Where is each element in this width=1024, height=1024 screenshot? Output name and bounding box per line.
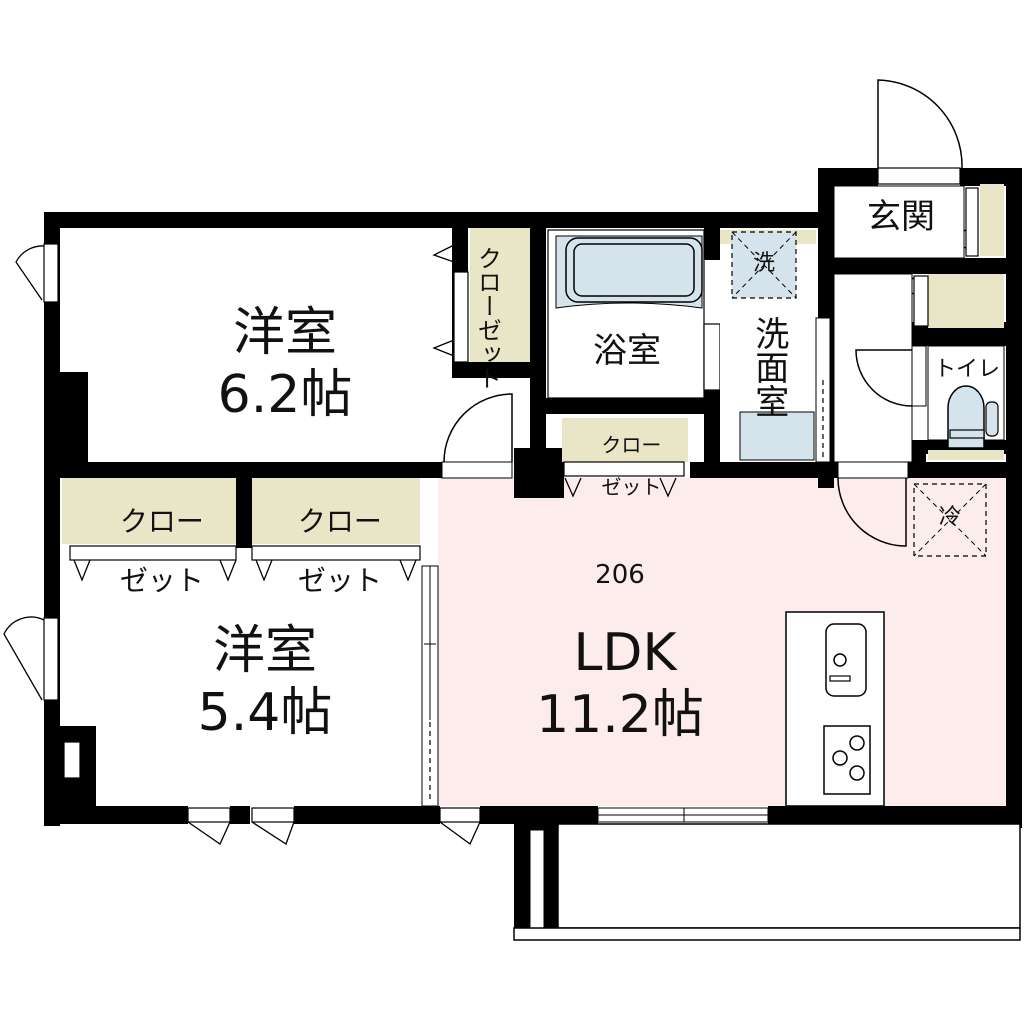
room-name-ldk: LDK [573, 623, 677, 683]
closet-line2: ゼット [119, 564, 204, 598]
room-name-entrance: 玄関 [867, 197, 935, 237]
closet-line2: ゼット [601, 475, 662, 499]
fridge-symbol: 冷 [938, 505, 961, 530]
room-name-toilet: トイレ [933, 357, 1000, 382]
unit-number: 206 [595, 560, 645, 590]
closet-label-room1: クローゼット [473, 246, 502, 390]
room-size-ldk: 11.2帖 [536, 685, 704, 745]
closet-label-hall: クロー ゼット [566, 414, 684, 498]
room-name-bathroom: 浴室 [593, 331, 661, 371]
room-name-washroom: 洗面室 [748, 316, 789, 418]
room-name-western-2: 洋室 [212, 621, 317, 681]
closet-line1: クロー [119, 505, 204, 539]
closet-line2: ゼット [297, 564, 382, 598]
closet-line1: クロー [297, 505, 382, 539]
room-size-western-1: 6.2帖 [217, 365, 353, 425]
closet-label-room2-left: クロー ゼット [78, 478, 228, 596]
ldk-floor [438, 478, 1006, 806]
room-name-western-1: 洋室 [232, 303, 337, 363]
room-size-western-2: 5.4帖 [197, 683, 333, 743]
closet-line1: クロー [601, 433, 662, 457]
washer-symbol: 洗 [752, 251, 775, 276]
closet-label-room2-right: クロー ゼット [256, 478, 406, 596]
